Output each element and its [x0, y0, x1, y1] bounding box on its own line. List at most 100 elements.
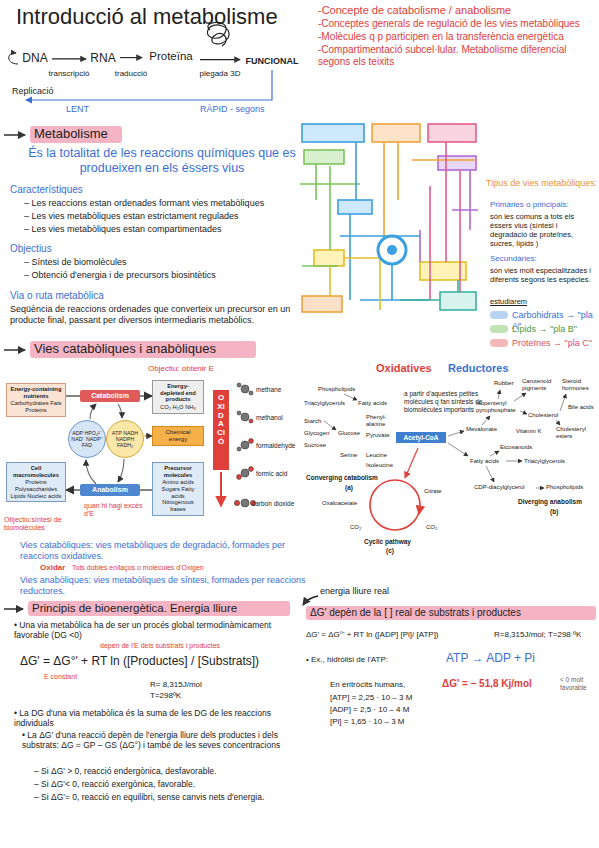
note-text: estudiarem — [490, 297, 570, 306]
note-text: – Les vies metabòliques estan estrictame… — [24, 211, 294, 222]
note-text: – Si ΔG' > 0, reacció endergònica, desfa… — [34, 766, 304, 776]
connector — [140, 489, 152, 491]
note-text: Isoleucine — [366, 462, 396, 469]
note-text: methane — [256, 386, 316, 394]
note-text: Reductores — [448, 362, 518, 375]
note-text: Primàries o principals: — [490, 200, 596, 210]
note-text: Fatty acids — [358, 400, 398, 407]
oxidation-ladder — [213, 383, 256, 507]
node-text: Metabolisme — [34, 127, 118, 142]
note-text: Serine — [340, 452, 364, 459]
note-text: Converging catabolism — [306, 474, 396, 482]
note-text: Bile acids — [568, 404, 596, 411]
legend-swatch — [490, 311, 508, 319]
note-text: ΔG' = – 51,8 Kj/mol — [442, 678, 558, 690]
metabolic-map-part — [420, 170, 478, 262]
molecule-box: Cell macromoleculesProteins Polysacchari… — [6, 462, 66, 502]
section-heading: Principis de bioenergètica. Energia lliu… — [28, 601, 290, 616]
note-text: -Molècules q p participen en la transfer… — [318, 31, 596, 43]
metabolic-map-part — [430, 142, 460, 300]
note-text: Cholesterol — [528, 412, 564, 419]
metabolic-map-part — [372, 124, 420, 142]
cofactor-circle: ADP HPO₄²⁻ NAD⁺ NADP⁺ FAD — [68, 420, 106, 458]
molecule-box: Precursor moleculesAmino acids Sugars Fa… — [152, 462, 204, 516]
circle-shape — [69, 421, 106, 458]
note-text: Isopentenyl pyrophosphate — [476, 400, 520, 414]
section-heading: Metabolisme — [30, 126, 122, 143]
note-text: Secundàries: — [490, 254, 596, 264]
oxidation-ladder-part-part — [237, 383, 241, 387]
note-text: Eicosanoids — [500, 444, 544, 451]
metabolic-map-part — [304, 150, 344, 164]
oxidation-ladder-part-part — [237, 447, 241, 451]
legend-text: Proteïnes → "pla C" — [512, 338, 596, 349]
node-text: DNA — [21, 52, 49, 66]
note-text: carbon dioxide — [252, 500, 312, 508]
oxidation-ladder-part-part — [241, 385, 249, 393]
pathway-arrows-part — [514, 393, 526, 401]
note-text: – Les reaccions estan ordenades formant … — [24, 198, 294, 209]
note-text: [ADP] = 2,5 · 10 – 4 M — [330, 705, 440, 715]
connector — [144, 435, 152, 436]
note-text: energia lliure real — [320, 586, 420, 597]
note-text: – Obtenció d'energia i de precursors bio… — [24, 270, 294, 281]
section-arrows-part — [4, 349, 25, 350]
note-text: És la totalitat de les reaccions químiqu… — [28, 146, 296, 176]
note-text: són les comuns a tots els éssers vius (s… — [490, 212, 596, 248]
note-text: – Síntesi de biomolècules — [24, 257, 294, 268]
note-text: Sucrose — [304, 442, 334, 449]
note-text: CDP-diacylglycerol — [474, 484, 538, 491]
node-text: Acetyl-CoA — [399, 434, 443, 441]
note-text: Triacylglycerols — [304, 400, 356, 407]
note-text: Vitamin K — [516, 428, 552, 435]
metabolic-map-part — [338, 200, 372, 214]
metabolic-map-part — [378, 236, 406, 264]
connector-label: transcripció — [49, 69, 90, 78]
connector — [52, 58, 86, 59]
node-text: ΔG' depèn de la [ ] real de substrats i … — [310, 607, 592, 619]
legend-swatch — [490, 325, 508, 333]
note-text: – Si ΔG'< 0, reacció exergònica, favorab… — [34, 779, 304, 789]
node-text: Carbohydrates Fats Proteins — [10, 400, 62, 413]
note-text: Glucose — [338, 430, 364, 437]
dogma-sketch-part — [9, 53, 18, 64]
oxidation-ladder-part-part — [249, 439, 254, 444]
catabolism-cycle-arrows-part — [118, 459, 124, 482]
pathway-arrows-part — [419, 508, 420, 514]
note-text: • Una via metabòlica ha de ser un procés… — [14, 620, 299, 640]
pathway-arrows-part — [560, 394, 566, 411]
pathway-arrows-part — [370, 480, 420, 530]
node-text: Principis de bioenergètica. Energia lliu… — [32, 602, 286, 615]
pathway-arrows-part — [448, 431, 464, 436]
pathway-arrows-part — [556, 420, 560, 425]
note-text: Objectiu:síntesi de biomolècules — [4, 516, 80, 533]
node-text: ADP HPO₄²⁻ NAD⁺ NADP⁺ FAD — [71, 430, 103, 448]
note-text: En eritròcits humans, — [330, 680, 440, 690]
oxidation-ladder-part-part — [237, 411, 241, 415]
oxidation-ladder-part — [220, 472, 222, 506]
node-text: Precursor molecules — [156, 465, 200, 478]
pathway-arrows-part — [448, 443, 468, 456]
oxidation-ladder-part-part — [249, 391, 253, 395]
note-text: Oxidar — [40, 563, 70, 573]
node-text: Proteins Polysaccharides Lipids Nucleic … — [10, 479, 62, 499]
note-text: Cholesteryl esters — [556, 426, 596, 440]
oxidation-ladder-part-part — [237, 475, 242, 480]
metabolic-map-part — [420, 262, 466, 280]
section-arrows-part — [4, 608, 23, 609]
note-text: Cyclic pathway — [364, 538, 434, 546]
oxidation-ladder-part-part — [241, 441, 249, 449]
catabolism-cycle-arrows-part — [90, 404, 96, 419]
node-text: Catabolism — [83, 392, 137, 400]
connector — [66, 489, 80, 491]
oxidation-ladder-part-part — [234, 500, 239, 505]
note-text: Starch — [304, 418, 334, 425]
metabolic-map-part — [438, 156, 476, 170]
oxidation-ladder-part — [213, 390, 229, 470]
note-text: Rubber — [494, 380, 520, 387]
node-text: Vies catabòliques i anabòliques — [34, 342, 252, 357]
note-text: CO₂ — [350, 524, 366, 531]
pathway-arrows-part — [490, 451, 499, 456]
note-text: Mevalonate — [466, 426, 506, 433]
note-text: Oxaloacetate — [322, 500, 368, 507]
